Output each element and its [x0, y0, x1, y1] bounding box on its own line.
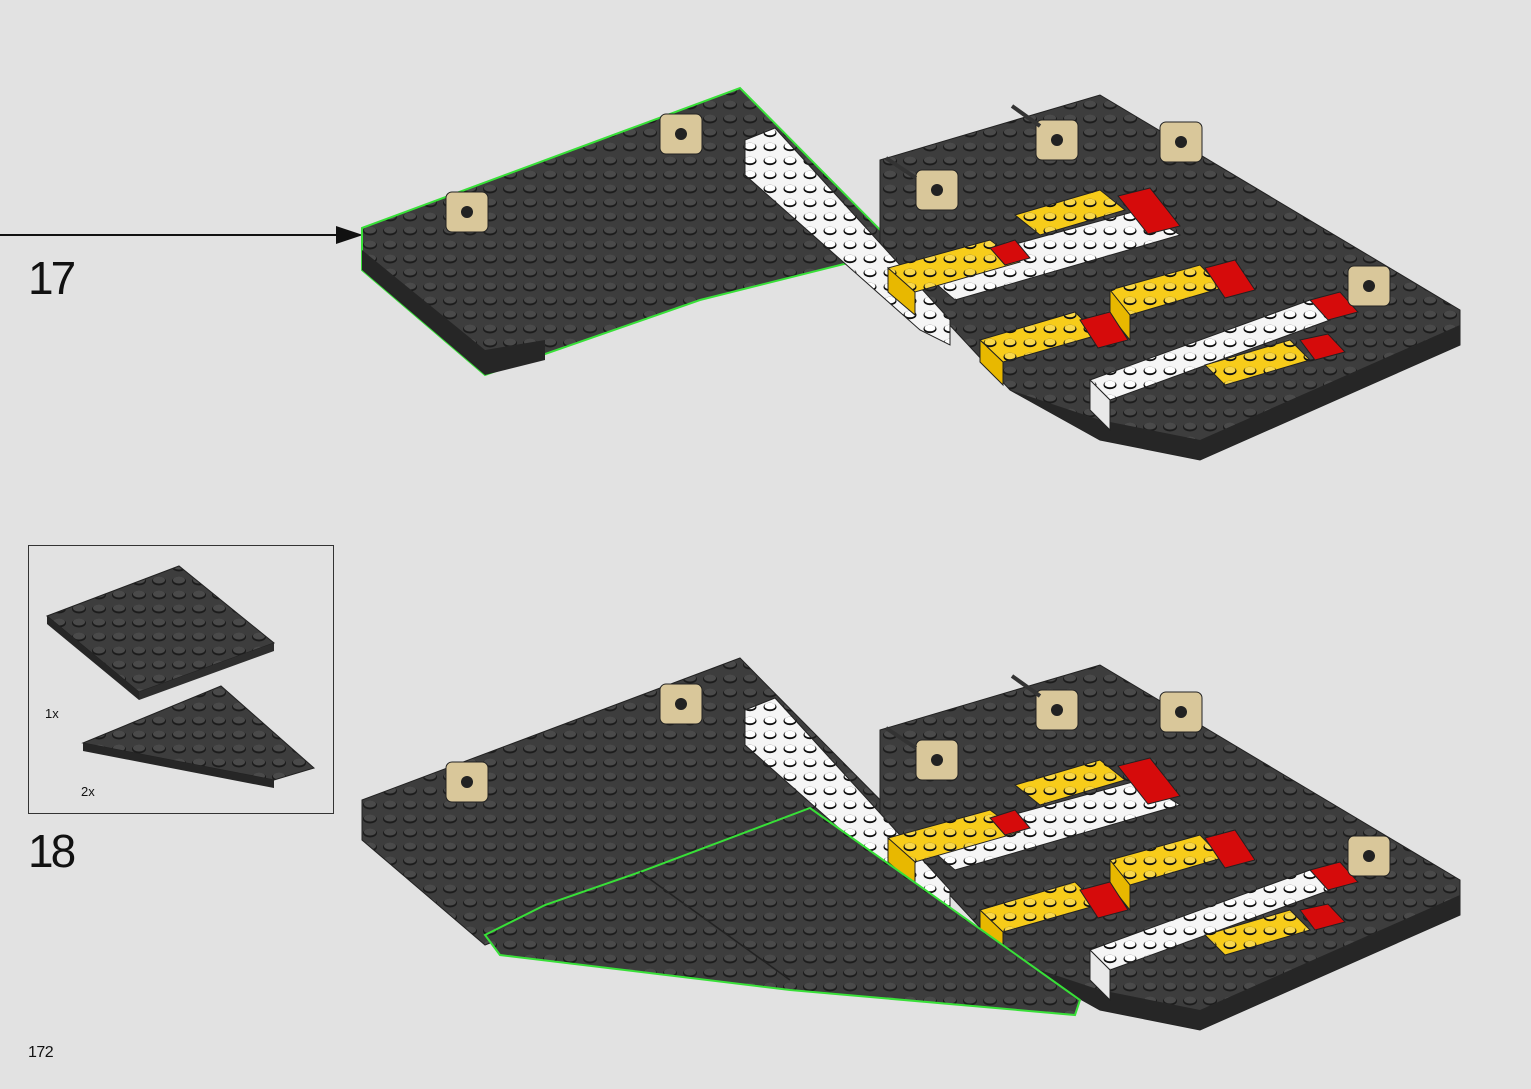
- step-number-18: 18: [28, 825, 76, 877]
- parts-illustrations: [46, 565, 316, 788]
- black-plate-8x8-part: [46, 565, 276, 700]
- part-quantity-wedge: 2x: [81, 784, 95, 799]
- assembly-base: [361, 657, 1461, 1031]
- callout-arrow-line: [0, 234, 340, 236]
- parts-list-box: 1x 2x: [28, 545, 334, 814]
- step-number-17: 17: [28, 252, 76, 304]
- existing-assembly: [445, 94, 1461, 461]
- new-plates-highlight: [483, 806, 1082, 1017]
- black-wedge-plate-part: [81, 685, 316, 788]
- page-number: 172: [28, 1044, 54, 1061]
- part-quantity-plate: 1x: [45, 706, 59, 721]
- callout-arrow-head: [336, 226, 363, 244]
